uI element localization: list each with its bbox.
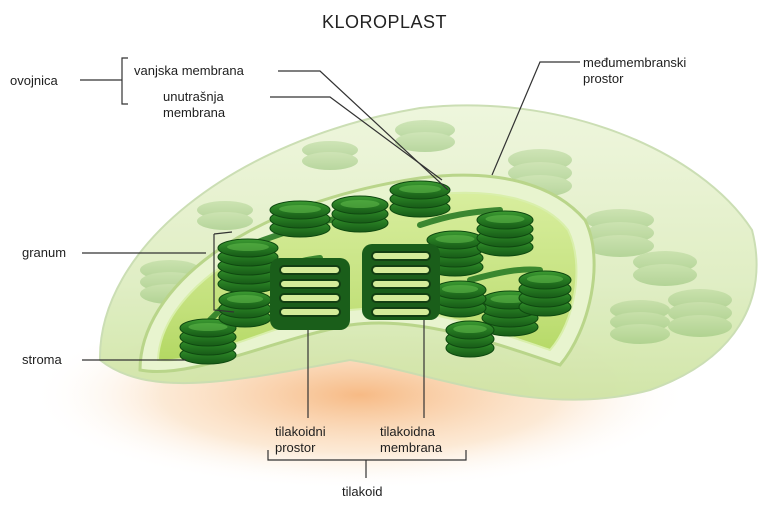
granum-stack (219, 291, 271, 327)
label-tilakoidna-line1: tilakoidna (380, 424, 435, 439)
disc-highlight (227, 295, 263, 303)
disc-highlight (279, 205, 321, 213)
label-tilakoidni-line2: prostor (275, 440, 315, 455)
disc-highlight (435, 235, 474, 243)
label-unutrasnja-line1: unutrašnja (163, 89, 224, 104)
label-granum: granum (22, 245, 66, 260)
granum-stack (218, 239, 278, 293)
label-vanjska-membrana: vanjska membrana (134, 63, 244, 78)
label-tilakoid: tilakoid (342, 484, 382, 499)
cut-granum-left (270, 258, 350, 330)
granum-stack (332, 196, 388, 232)
granum-stack (434, 281, 486, 317)
disc-highlight (442, 285, 478, 293)
label-tilakoidna-line2: membrana (380, 440, 442, 455)
granum-stack (390, 181, 450, 217)
label-tilakoidni-line1: tilakoidni (275, 424, 326, 439)
disc-highlight (340, 200, 379, 208)
label-medumembranski-line2: prostor (583, 71, 623, 86)
granum-stack (446, 321, 494, 357)
label-medumembranski-line1: međumembranski (583, 55, 686, 70)
label-ovojnica: ovojnica (10, 73, 58, 88)
diagram-title: KLOROPLAST (0, 12, 769, 33)
cut-granum-right (362, 244, 440, 320)
granum-stack (519, 271, 571, 316)
label-unutrasnja-line2: membrana (163, 105, 225, 120)
disc-highlight (485, 215, 524, 223)
granum-stack (180, 319, 236, 364)
disc-highlight (227, 243, 269, 251)
disc-highlight (188, 323, 227, 331)
label-stroma: stroma (22, 352, 62, 367)
disc-highlight (527, 275, 563, 283)
disc-highlight (453, 325, 487, 333)
granum-stack (270, 201, 330, 237)
disc-highlight (399, 185, 441, 193)
granum-stack (477, 211, 533, 256)
